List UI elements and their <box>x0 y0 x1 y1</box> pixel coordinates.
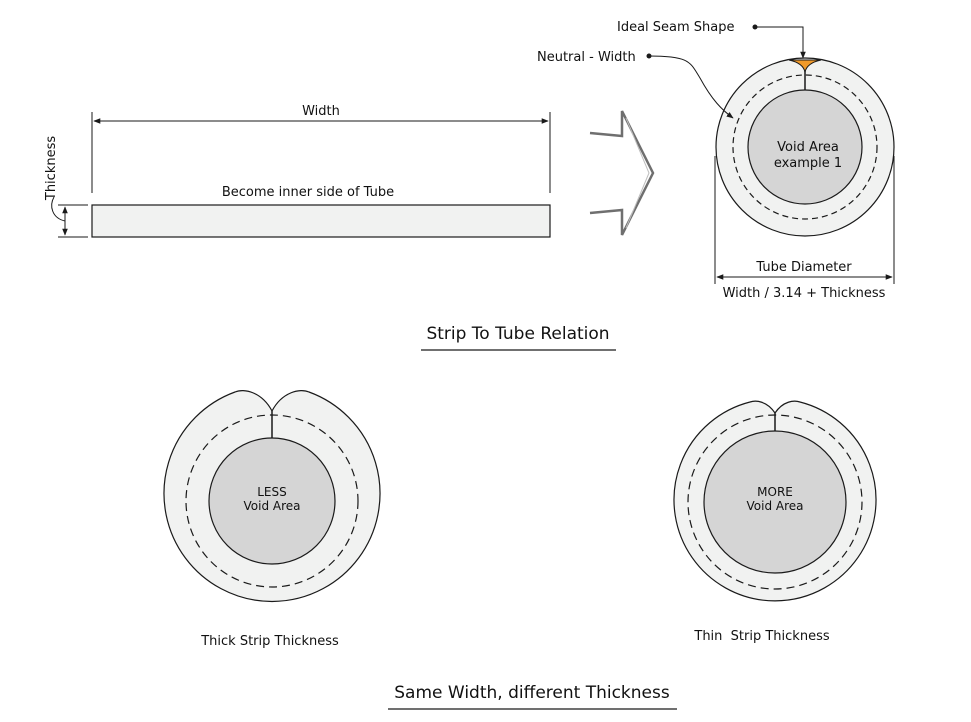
inner-side-label: Become inner side of Tube <box>222 185 394 200</box>
seam-callout-leader <box>755 26 806 59</box>
thin-void-label-line1: MORE <box>757 485 793 499</box>
thin-strip-tube: MORE Void Area Thin Strip Thickness <box>673 400 877 644</box>
void-area-label-line2: example 1 <box>774 156 842 171</box>
section-title-same-width: Same Width, different Thickness <box>394 683 670 703</box>
strip-group: Width Become inner side of Tube Thicknes… <box>44 104 551 238</box>
width-label: Width <box>302 104 340 119</box>
neutral-width-circle <box>732 74 878 220</box>
ideal-seam-shape <box>788 59 822 73</box>
neutral-width-label: Neutral - Width <box>537 50 636 65</box>
example-tube: Void Area example 1 Ideal Seam Shape Neu… <box>537 20 895 301</box>
transition-arrow-inner <box>625 117 650 229</box>
thin-void-label-line2: Void Area <box>747 499 804 513</box>
thick-strip-caption: Thick Strip Thickness <box>200 634 339 649</box>
transition-arrow <box>589 110 655 236</box>
ideal-seam-label: Ideal Seam Shape <box>617 20 735 35</box>
section-title-strip-to-tube: Strip To Tube Relation <box>426 324 609 344</box>
thickness-label: Thickness <box>44 136 59 201</box>
thickness-leader <box>51 196 66 222</box>
thick-void-label-line2: Void Area <box>244 499 301 513</box>
thin-strip-caption: Thin Strip Thickness <box>693 629 829 644</box>
diameter-formula-label: Width / 3.14 + Thickness <box>723 286 886 301</box>
tube-diameter-label: Tube Diameter <box>755 260 852 275</box>
strip-rect <box>91 204 551 238</box>
neutral-callout-leader <box>648 55 734 119</box>
thick-strip-tube: LESS Void Area Thick Strip Thickness <box>163 390 381 649</box>
void-area-label-line1: Void Area <box>777 140 839 155</box>
thick-void-label-line1: LESS <box>257 485 287 499</box>
